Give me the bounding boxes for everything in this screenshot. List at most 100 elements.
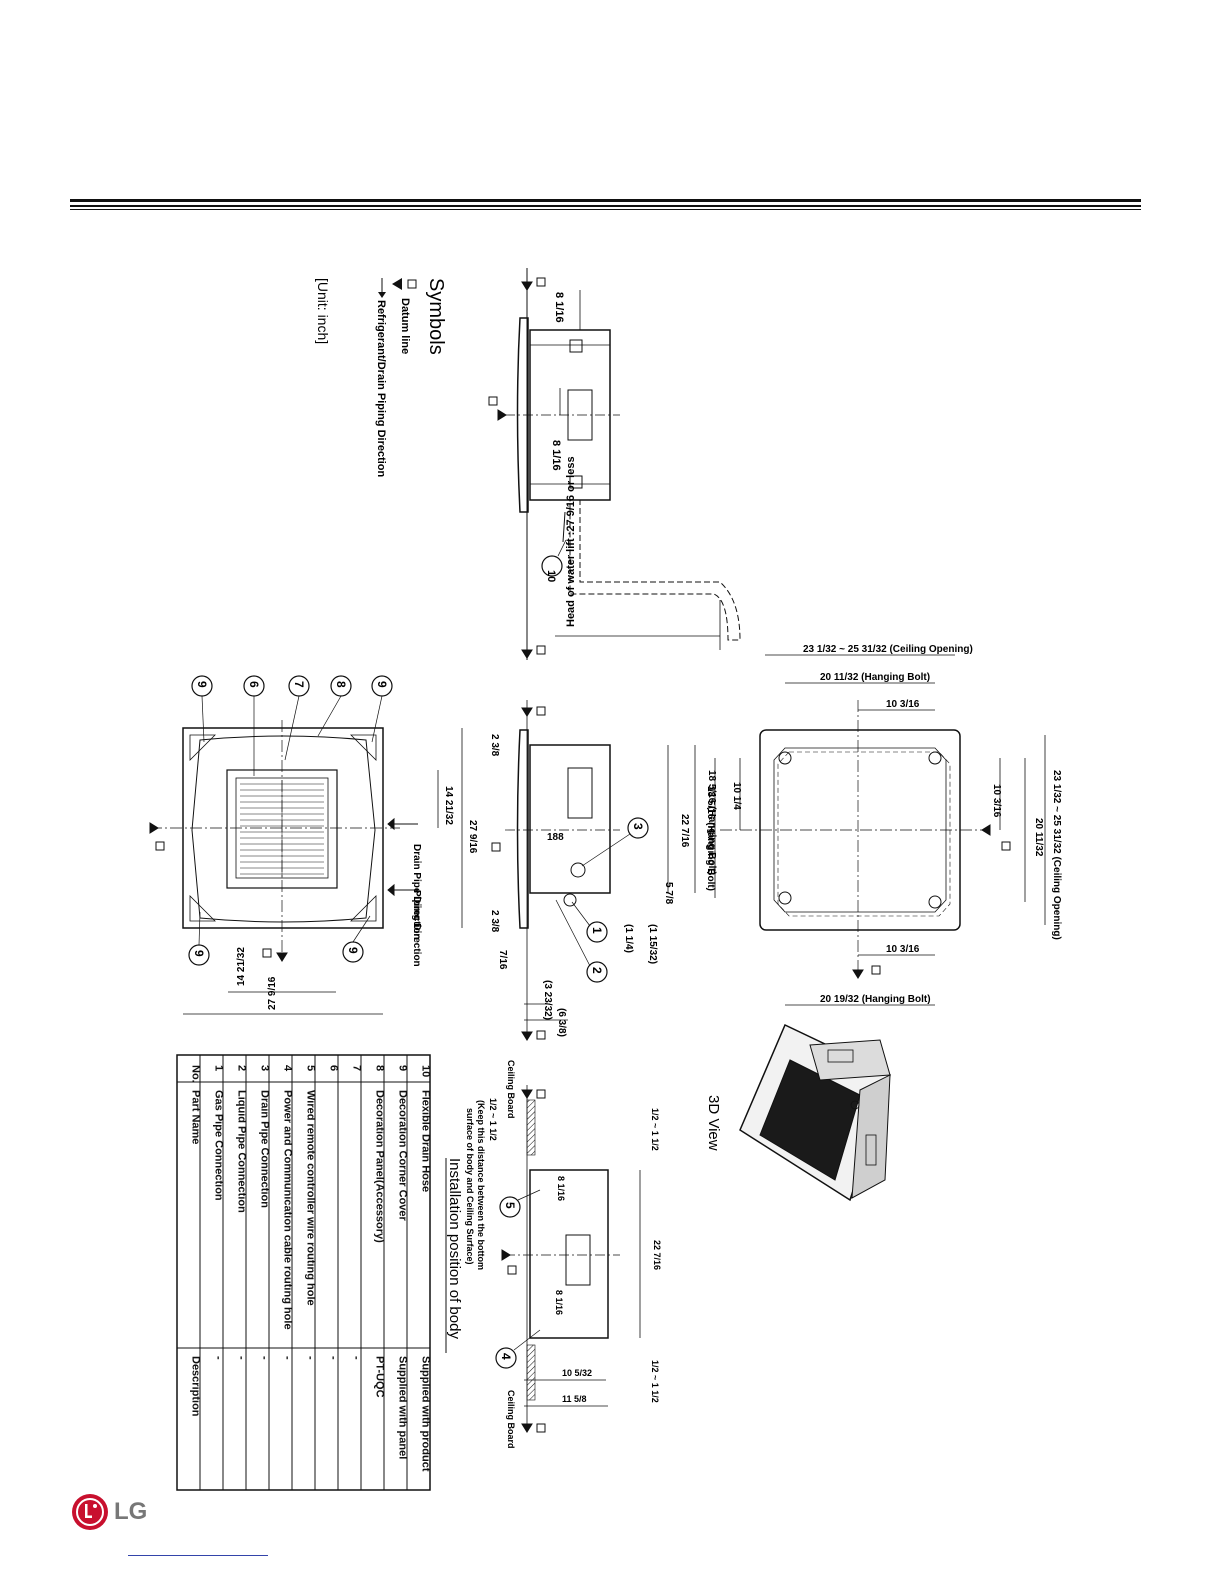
callout-10: 10 xyxy=(545,570,557,582)
installation-note-2: surface of body and Ceiling Surface) xyxy=(465,1108,475,1265)
datum-square-icon xyxy=(407,279,417,289)
lg-logo-text: LG xyxy=(114,1498,148,1525)
half-left: 10 1/4 xyxy=(731,782,742,810)
header-part-name: Part Name xyxy=(190,1090,202,1144)
half-top: 10 3/16 xyxy=(886,699,920,710)
callout-6: 6 xyxy=(247,681,261,688)
install-dim-4: 10 5/32 xyxy=(562,1368,592,1378)
install-gap-top: 1/2 ~ 1 1/2 xyxy=(650,1108,660,1151)
side-view xyxy=(488,268,741,660)
row-no: 8 xyxy=(374,1065,386,1071)
hanging-bolt-view xyxy=(714,654,1046,1006)
row-part-name: Liquid Pipe Connection xyxy=(236,1090,248,1213)
row-description: Supplied with product xyxy=(420,1356,432,1472)
row-description: PT-UQC xyxy=(374,1356,386,1398)
row-part-name: Decoration Panel(Accessory) xyxy=(374,1090,386,1243)
datum-triangle-icon xyxy=(392,278,402,290)
row-no: 6 xyxy=(328,1065,340,1071)
install-dim-1: 8 1/16 xyxy=(556,1176,566,1201)
footer-link-underline[interactable] xyxy=(128,1555,268,1556)
row-description: Supplied with panel xyxy=(397,1356,409,1459)
panel-plan-view xyxy=(149,675,463,1015)
view3d-label: 3D View xyxy=(705,1095,722,1151)
symbols-title: Symbols xyxy=(425,278,447,355)
hanging-bolt-v: 18 5/16 (Hanging Bolt) xyxy=(706,770,717,875)
unit-label: [Unit: inch] xyxy=(315,278,331,344)
row-no: 5 xyxy=(305,1065,317,1071)
row-no: 9 xyxy=(397,1065,409,1071)
row-no: 1 xyxy=(213,1065,225,1071)
row-part-name: Gas Pipe Connection xyxy=(213,1090,225,1201)
install-gap-bottom: 1/2 ~ 1 1/2 xyxy=(650,1360,660,1403)
callout-9-c: 9 xyxy=(192,950,206,957)
panel-dim-bottom: 14 21/32 xyxy=(236,947,247,986)
front-dim-7: (1 1/4) xyxy=(623,924,634,953)
callout-9-a: 9 xyxy=(195,681,209,688)
row-part-name: Flexible Drain Hose xyxy=(420,1090,432,1192)
row-part-name: Decoration Corner Cover xyxy=(397,1090,409,1222)
front-dim-9: (3 23/32) xyxy=(542,980,553,1020)
row-description: - xyxy=(236,1356,248,1360)
side-dim-top: 8 1/16 xyxy=(553,292,565,323)
install-dim-2: 22 7/16 xyxy=(652,1240,662,1270)
front-view xyxy=(491,700,696,1041)
piping-direction-label: Piping Direction xyxy=(411,890,422,967)
callout-7: 7 xyxy=(292,681,306,688)
front-dim-5: 18 5/16 (Hanging Bolt) xyxy=(705,786,716,891)
row-part-name: Drain Pipe Connection xyxy=(259,1090,271,1208)
front-dim-11: 7/16 xyxy=(497,950,508,970)
half-right: 10 3/16 xyxy=(991,784,1002,818)
installation-title: Installation position of body xyxy=(446,1158,463,1339)
panel-dim-bottom2: 27 9/16 xyxy=(267,976,278,1010)
ceiling-opening-h: 23 1/32 ~ 25 31/32 (Ceiling Opening) xyxy=(803,644,973,655)
half-bottom: 10 3/16 xyxy=(886,944,920,955)
parts-table-frame xyxy=(176,1054,431,1491)
install-dim-5: 11 5/8 xyxy=(562,1394,587,1404)
head-lift-label: Head of water lift :27 9/16 or less xyxy=(565,456,577,627)
row-description: - xyxy=(282,1356,294,1360)
row-description: - xyxy=(328,1356,340,1360)
unit-3d-illustration xyxy=(739,1023,891,1202)
installation-note-1: (Keep this distance between the bottom xyxy=(476,1100,486,1270)
ceiling-board-label-1: Ceiling Board xyxy=(506,1060,516,1119)
front-dim-2: 2 3/8 xyxy=(489,910,500,933)
row-part-name: Wired remote controller wire routing hol… xyxy=(305,1090,317,1306)
front-dim-1: 2 3/8 xyxy=(489,734,500,757)
side-dim-mid: 8 1/16 xyxy=(550,440,562,471)
row-description: - xyxy=(213,1356,225,1360)
callout-5: 5 xyxy=(503,1202,517,1209)
panel-callouts: 9 6 7 8 9 9 9 xyxy=(192,681,389,957)
front-callouts: 3 1 2 xyxy=(590,823,645,974)
header-description: Description xyxy=(190,1356,202,1417)
header-rule-thick xyxy=(70,199,1141,202)
callout-9-d: 9 xyxy=(346,947,360,954)
front-dim-6: 5 7/8 xyxy=(663,882,674,905)
row-part-name: Power and Communication cable routing ho… xyxy=(282,1090,294,1330)
row-no: 7 xyxy=(351,1065,363,1071)
row-no: 10 xyxy=(420,1065,432,1077)
row-description: - xyxy=(351,1356,363,1360)
front-dim-3: 188 xyxy=(547,832,564,843)
install-dim-3: 8 1/16 xyxy=(554,1290,564,1315)
installation-gap: 1/2 ~ 1 1/2 xyxy=(488,1098,498,1141)
callout-8: 8 xyxy=(334,681,348,688)
header-no: No. xyxy=(190,1065,202,1083)
front-dim-10: (6 3/8) xyxy=(556,1008,567,1037)
callout-4: 4 xyxy=(499,1353,513,1360)
panel-dim-right2: 27 9/16 xyxy=(467,820,478,854)
front-dim-4: 22 7/16 xyxy=(679,814,690,848)
symbols-legend: Symbols Datum line Refrigerant/Drain Pip… xyxy=(315,278,447,478)
lg-logo: LG xyxy=(70,1492,147,1532)
ceiling-board-label-2: Ceiling Board xyxy=(506,1390,516,1449)
callout-3: 3 xyxy=(631,823,645,830)
header-rule-thin-2 xyxy=(70,209,1141,210)
callout-1: 1 xyxy=(590,927,604,934)
row-description: - xyxy=(305,1356,317,1360)
header-rule-thin xyxy=(70,205,1141,207)
panel-dim-right: 14 21/32 xyxy=(443,786,454,825)
row-no: 2 xyxy=(236,1065,248,1071)
datum-label: Datum line xyxy=(399,298,411,354)
